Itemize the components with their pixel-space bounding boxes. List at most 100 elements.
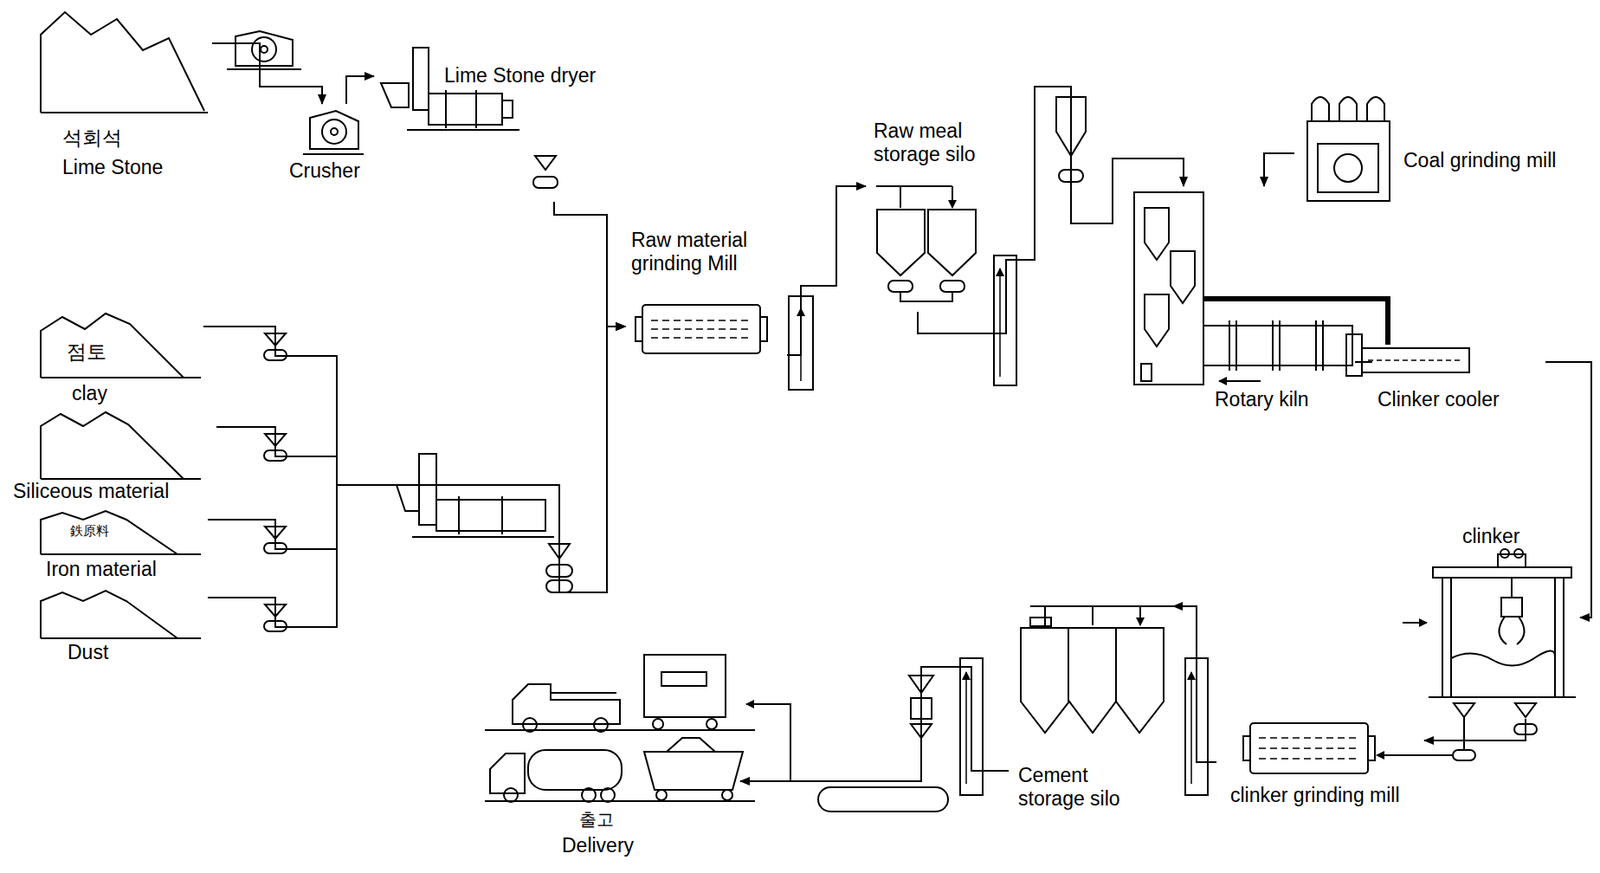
flow-line (1354, 361, 1373, 363)
clinker-crane-part (1452, 749, 1476, 761)
dryer-symbol-part (380, 83, 409, 108)
preheater-kiln-part (1346, 334, 1362, 376)
stockpile-part (40, 412, 201, 479)
crusher-symbol-part (322, 119, 347, 144)
bucket-elevator-part (1190, 671, 1193, 784)
delivery-vehicles-part (706, 718, 717, 730)
equipment-node: Siliceous material (6, 408, 217, 507)
crusher-symbol-part (235, 31, 293, 66)
grinding-mill-part (651, 320, 752, 338)
equipment-node: Crusher (281, 103, 368, 191)
crusher-symbol (226, 31, 364, 155)
dryer-symbol-part (436, 499, 546, 531)
equipment-label: Cement storage silo (1017, 763, 1158, 811)
flow-line (207, 326, 626, 627)
delivery-vehicles-part (644, 737, 743, 790)
preheater-kiln-part (1141, 363, 1152, 381)
clinker-crane-part (1514, 548, 1523, 558)
stockpile-part (40, 313, 201, 378)
storage-silo-part (877, 209, 976, 276)
flow-line (212, 43, 323, 104)
flow-line (203, 326, 626, 593)
dryer-symbol-part (396, 484, 420, 511)
equipment-label: Dust (66, 640, 110, 665)
equipment-node: 점토clay (34, 307, 204, 409)
equipment-label: clinker grinding mill (1229, 783, 1401, 807)
grinding-mill-part (1258, 737, 1360, 759)
delivery-vehicles-part (503, 787, 518, 802)
clinker-crane-part (1500, 548, 1510, 558)
storage-silo-part (1030, 605, 1174, 607)
flow-line (207, 326, 626, 593)
crusher-symbol-part (226, 68, 302, 71)
equipment-node: 석회석Lime Stone (34, 6, 213, 191)
stockpile-part (40, 590, 201, 639)
delivery-vehicles-part (581, 787, 596, 802)
equipment-node: Raw meal storage silo (865, 110, 993, 312)
clinker-crane-part (1432, 567, 1572, 578)
equipment-node: Dust (34, 587, 208, 670)
dryer-symbol-part (412, 535, 555, 538)
delivery-vehicles-part (656, 789, 667, 800)
hopper-feeder (264, 333, 287, 632)
dryer-symbol-part (428, 93, 503, 125)
stockpile-part (40, 12, 208, 113)
stockpile (40, 12, 208, 639)
storage-silo-part (1020, 627, 1164, 733)
preheater-kiln-part (1219, 380, 1261, 382)
preheater-kiln-part (1144, 207, 1195, 347)
delivery-vehicles-part (522, 717, 537, 732)
equipment-label: Coal grinding mill (1402, 148, 1557, 173)
coal-mill-part (1317, 143, 1379, 193)
grinding-mill-part (642, 304, 761, 354)
storage-silo-part (888, 280, 913, 292)
preheater-kiln (1134, 192, 1470, 385)
stockpile-part (40, 510, 201, 555)
clinker-crane-part (1453, 703, 1536, 717)
equipment-label: Crusher (288, 159, 362, 183)
storage-silo-part (940, 280, 965, 292)
preheater-kiln-part (1134, 192, 1204, 385)
packer-conveyor-part (746, 703, 791, 781)
delivery-vehicles-part (490, 753, 525, 794)
delivery-vehicles-part (593, 717, 608, 732)
equipment-label: 출고 (578, 809, 615, 830)
crusher-symbol-part (260, 45, 268, 53)
packer-conveyor-part (818, 787, 949, 812)
coal-mill (1307, 96, 1390, 201)
dryer-symbol-part (445, 90, 513, 129)
bucket-elevator (788, 255, 1208, 795)
equipment-node: clinker (1428, 519, 1581, 719)
flow-line (346, 76, 375, 104)
equipment-label: Clinker cooler (1376, 387, 1501, 412)
flow-line (1545, 361, 1592, 618)
coal-mill-part (1307, 121, 1390, 201)
equipment-node: 출고Delivery (484, 645, 741, 869)
preheater-kiln-part (1367, 359, 1464, 362)
delivery-vehicles-part (722, 789, 733, 800)
equipment-label: Raw meal storage silo (872, 119, 989, 167)
dryer-symbol-part (533, 176, 558, 188)
grinding-mill-part (1243, 735, 1375, 761)
dryer-symbol-part (458, 496, 503, 535)
storage-silo (876, 96, 1174, 733)
equipment-node: 鉄原料Iron material (34, 507, 208, 586)
equipment-label: 鉄原料 (69, 522, 110, 539)
flow-line (740, 666, 1009, 781)
flow-line (1173, 606, 1217, 762)
equipment-label: Lime Stone (61, 155, 164, 180)
coal-mill-part (1311, 96, 1385, 122)
crusher-symbol-part (309, 110, 359, 149)
bucket-elevator-part (965, 671, 968, 784)
dryer-symbol-part (412, 47, 429, 110)
crusher-symbol-part (303, 153, 364, 155)
grinding-mill-part (635, 316, 768, 342)
equipment-label: Rotary kiln (1213, 387, 1310, 412)
equipment-label: Lime Stone dryer (443, 64, 597, 88)
flow-line (1264, 153, 1295, 187)
delivery-vehicles (484, 654, 755, 802)
clinker-crane-part (1428, 696, 1576, 698)
delivery-vehicles-part (661, 671, 707, 686)
